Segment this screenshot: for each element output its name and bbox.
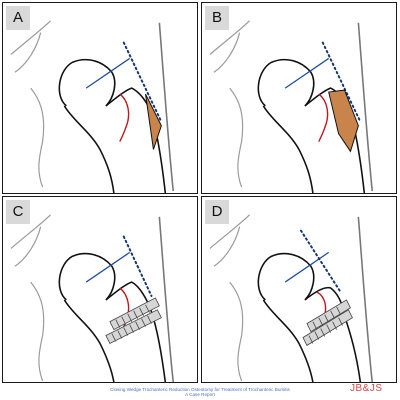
caption-subtitle: A Case Report xyxy=(185,392,215,398)
screw-upper xyxy=(109,297,160,331)
screw-upper xyxy=(306,299,351,333)
caption-title: Closing Wedge Trochanteric Reduction Ost… xyxy=(110,387,290,392)
panel-d: D xyxy=(201,196,397,383)
screw-lower xyxy=(105,309,162,344)
screw-lower xyxy=(302,309,353,346)
panel-label-a: A xyxy=(6,6,30,30)
panel-a: A xyxy=(2,2,198,194)
hip-diagram-d xyxy=(209,214,373,382)
panel-c: C xyxy=(2,196,198,383)
hip-diagram-b xyxy=(209,20,374,193)
panel-b: B xyxy=(201,2,397,194)
jbjs-logo: JB&JS xyxy=(350,383,383,394)
hip-diagram-c xyxy=(10,214,174,382)
figure-caption: Closing Wedge Trochanteric Reduction Ost… xyxy=(70,387,330,398)
panel-label-c: C xyxy=(6,200,30,224)
hip-diagram-a xyxy=(10,20,175,193)
panel-label-b: B xyxy=(205,6,229,30)
panel-label-d: D xyxy=(205,200,229,224)
